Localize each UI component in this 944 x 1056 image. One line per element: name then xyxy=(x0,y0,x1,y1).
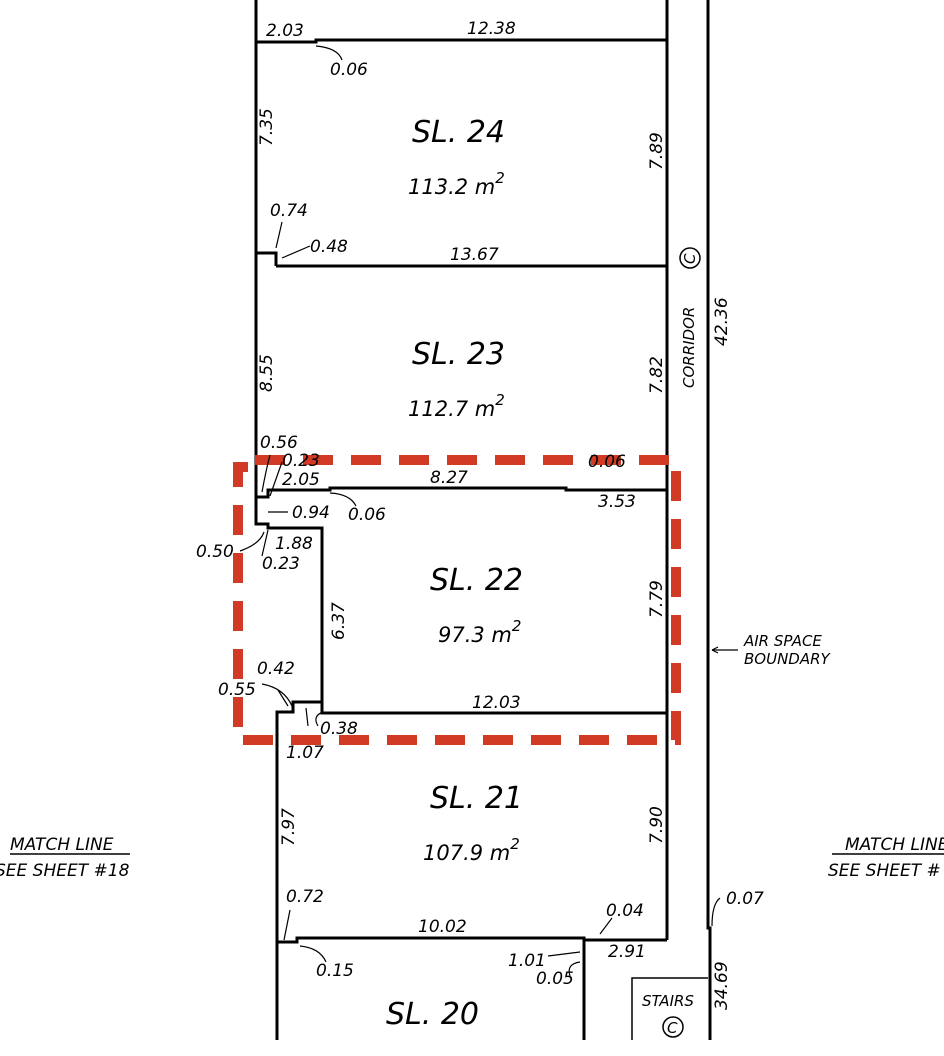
highlight-sl22 xyxy=(233,455,681,745)
dim-label: 0.07 xyxy=(726,889,764,909)
dim-label: 3.53 xyxy=(598,492,636,512)
dim-label: 10.02 xyxy=(418,917,467,937)
unit-area-sl22: 97.3 m2 xyxy=(438,617,521,647)
stairs-box xyxy=(631,977,708,1040)
dim-label: 0.74 xyxy=(270,201,308,221)
corridor-label: CORRIDOR xyxy=(680,307,698,388)
dim-label: 7.97 xyxy=(279,808,299,846)
dim-label: 1.01 xyxy=(508,951,546,971)
wall-sl23-sl22 xyxy=(262,486,667,499)
dim-label: 7.89 xyxy=(647,132,667,170)
unit-area-sl23: 112.7 m2 xyxy=(408,391,505,421)
boundary-label: BOUNDARY xyxy=(744,650,832,668)
dim-label: 1.88 xyxy=(275,534,313,554)
dim-label: 12.03 xyxy=(472,693,521,713)
svg-text:C: C xyxy=(681,253,699,264)
dim-label: 2.91 xyxy=(608,942,646,962)
unit-area-sl24: 113.2 m2 xyxy=(408,169,505,199)
svg-text:SEE SHEET #18: SEE SHEET #18 xyxy=(0,861,130,881)
dim-label: 0.48 xyxy=(310,237,348,257)
dim-label: 8.27 xyxy=(430,468,468,488)
unit-title-sl22: SL. 22 xyxy=(430,563,523,598)
dim-label: 0.94 xyxy=(292,503,330,523)
dim-label: 0.50 xyxy=(196,542,234,562)
unit-title-sl21: SL. 21 xyxy=(430,781,523,816)
dim-label: 0.04 xyxy=(606,901,644,921)
svg-text:C: C xyxy=(667,1019,678,1037)
dim-label: 0.72 xyxy=(286,887,324,907)
dim-label: 2.03 xyxy=(266,21,304,41)
dim-label: 0.56 xyxy=(260,433,298,453)
corridor-symbol-icon: C xyxy=(679,247,701,269)
wall-left-upper xyxy=(254,0,278,499)
match-line-right: MATCH LINE SEE SHEET # xyxy=(828,835,944,881)
dim-label: 0.05 xyxy=(536,969,574,989)
dim-label: 34.69 xyxy=(712,961,732,1010)
svg-text:SEE SHEET #: SEE SHEET # xyxy=(828,861,941,881)
dim-label: 0.06 xyxy=(330,60,368,80)
dim-label: 7.90 xyxy=(647,806,667,844)
dim-label: 0.23 xyxy=(282,451,320,471)
dim-label: 0.06 xyxy=(588,452,626,472)
match-line-left: MATCH LINE SEE SHEET #18 xyxy=(0,835,130,881)
unit-area-sl21: 107.9 m2 xyxy=(423,835,520,865)
dim-label: 0.55 xyxy=(218,680,256,700)
dim-label: 0.23 xyxy=(262,554,300,574)
dim-label: 2.05 xyxy=(282,470,320,490)
dim-label: 8.55 xyxy=(257,354,277,392)
dim-label: 7.79 xyxy=(647,580,667,618)
svg-text:MATCH LINE: MATCH LINE xyxy=(845,835,944,855)
unit-title-sl24: SL. 24 xyxy=(412,115,505,150)
svg-text:MATCH LINE: MATCH LINE xyxy=(10,835,114,855)
wall-sl24-top xyxy=(256,38,667,44)
dim-label: 13.67 xyxy=(450,245,499,265)
air-space-label: AIR SPACE xyxy=(743,632,822,650)
air-space-boundary-line xyxy=(706,0,712,1040)
stairs-label: STAIRS xyxy=(642,992,694,1010)
unit-title-sl23: SL. 23 xyxy=(412,337,505,372)
dim-label: 1.07 xyxy=(286,743,324,763)
dim-label: 0.38 xyxy=(320,719,358,739)
dim-label: 7.82 xyxy=(647,356,667,394)
dim-label: 12.38 xyxy=(467,19,516,39)
dim-label: 0.15 xyxy=(316,961,354,981)
leader-lines xyxy=(239,45,738,977)
dim-label: 6.37 xyxy=(329,602,349,640)
unit-title-sl20: SL. 20 xyxy=(386,997,479,1032)
boundary-lines xyxy=(254,0,712,1040)
wall-sl21-sl20 xyxy=(277,936,667,944)
wall-sl22-left xyxy=(254,497,324,1040)
dim-label: 7.35 xyxy=(257,108,277,146)
stairs-symbol-icon: C xyxy=(662,1016,684,1038)
dim-label: 0.42 xyxy=(257,659,295,679)
dim-label: 0.06 xyxy=(348,505,386,525)
dim-label: 42.36 xyxy=(712,297,732,346)
